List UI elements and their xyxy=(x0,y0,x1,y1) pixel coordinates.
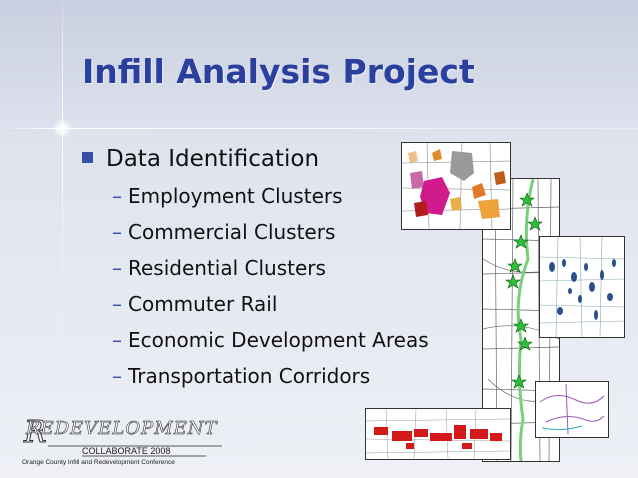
rail-station-star-icon xyxy=(513,318,529,333)
sub-bullet: –Commercial Clusters xyxy=(112,220,335,244)
rail-station-star-icon xyxy=(519,192,535,207)
logo-line2: Orange County Infill and Redevelopment C… xyxy=(22,459,175,466)
transportation-map xyxy=(535,381,609,438)
decor-line-horizontal xyxy=(0,128,638,129)
dash-marker: – xyxy=(112,292,122,316)
sub-bullet-text: Economic Development Areas xyxy=(128,328,429,352)
logo-line1: COLLABORATE 2008 xyxy=(82,446,171,456)
rail-station-star-icon xyxy=(513,234,529,249)
sub-bullet: –Employment Clusters xyxy=(112,184,343,208)
employment-map-graphic xyxy=(402,143,510,229)
sub-bullet-text: Commuter Rail xyxy=(128,292,278,316)
main-bullet: Data Identification xyxy=(82,146,319,172)
rail-station-star-icon xyxy=(517,336,533,351)
decor-line-vertical xyxy=(62,0,63,478)
sub-bullet-text: Employment Clusters xyxy=(128,184,343,208)
sub-bullet: –Residential Clusters xyxy=(112,256,326,280)
transportation-map-graphic xyxy=(539,383,605,435)
dash-marker: – xyxy=(112,184,122,208)
sub-bullet: –Economic Development Areas xyxy=(112,328,429,352)
sub-bullet-text: Residential Clusters xyxy=(128,256,326,280)
sub-bullet-text: Transportation Corridors xyxy=(128,364,371,388)
dash-marker: – xyxy=(112,220,122,244)
logo-name: REDEVELOPMENT xyxy=(26,418,218,440)
rail-station-star-icon xyxy=(527,216,543,231)
dash-marker: – xyxy=(112,256,122,280)
square-bullet-icon xyxy=(82,152,93,163)
decor-sparkle xyxy=(52,118,73,139)
conference-logo: R REDEVELOPMENT COLLABORATE 2008 Orange … xyxy=(22,402,222,472)
residential-map-graphic xyxy=(540,237,624,337)
main-bullet-text: Data Identification xyxy=(106,146,320,172)
sub-bullet: –Transportation Corridors xyxy=(112,364,370,388)
logo-graphic: R xyxy=(23,415,222,457)
sub-bullet: –Commuter Rail xyxy=(112,292,277,316)
sub-bullet-text: Commercial Clusters xyxy=(128,220,336,244)
dash-marker: – xyxy=(112,364,122,388)
employment-map xyxy=(401,142,511,230)
dash-marker: – xyxy=(112,328,122,352)
rail-station-star-icon xyxy=(505,274,521,289)
commercial-map-graphic xyxy=(366,409,510,459)
residential-map xyxy=(539,236,625,338)
commercial-map xyxy=(365,408,511,460)
rail-station-star-icon xyxy=(507,258,523,273)
logo-initial-r: R xyxy=(23,415,47,450)
slide-title: Infill Analysis Project xyxy=(82,52,475,91)
rail-station-star-icon xyxy=(511,374,527,389)
